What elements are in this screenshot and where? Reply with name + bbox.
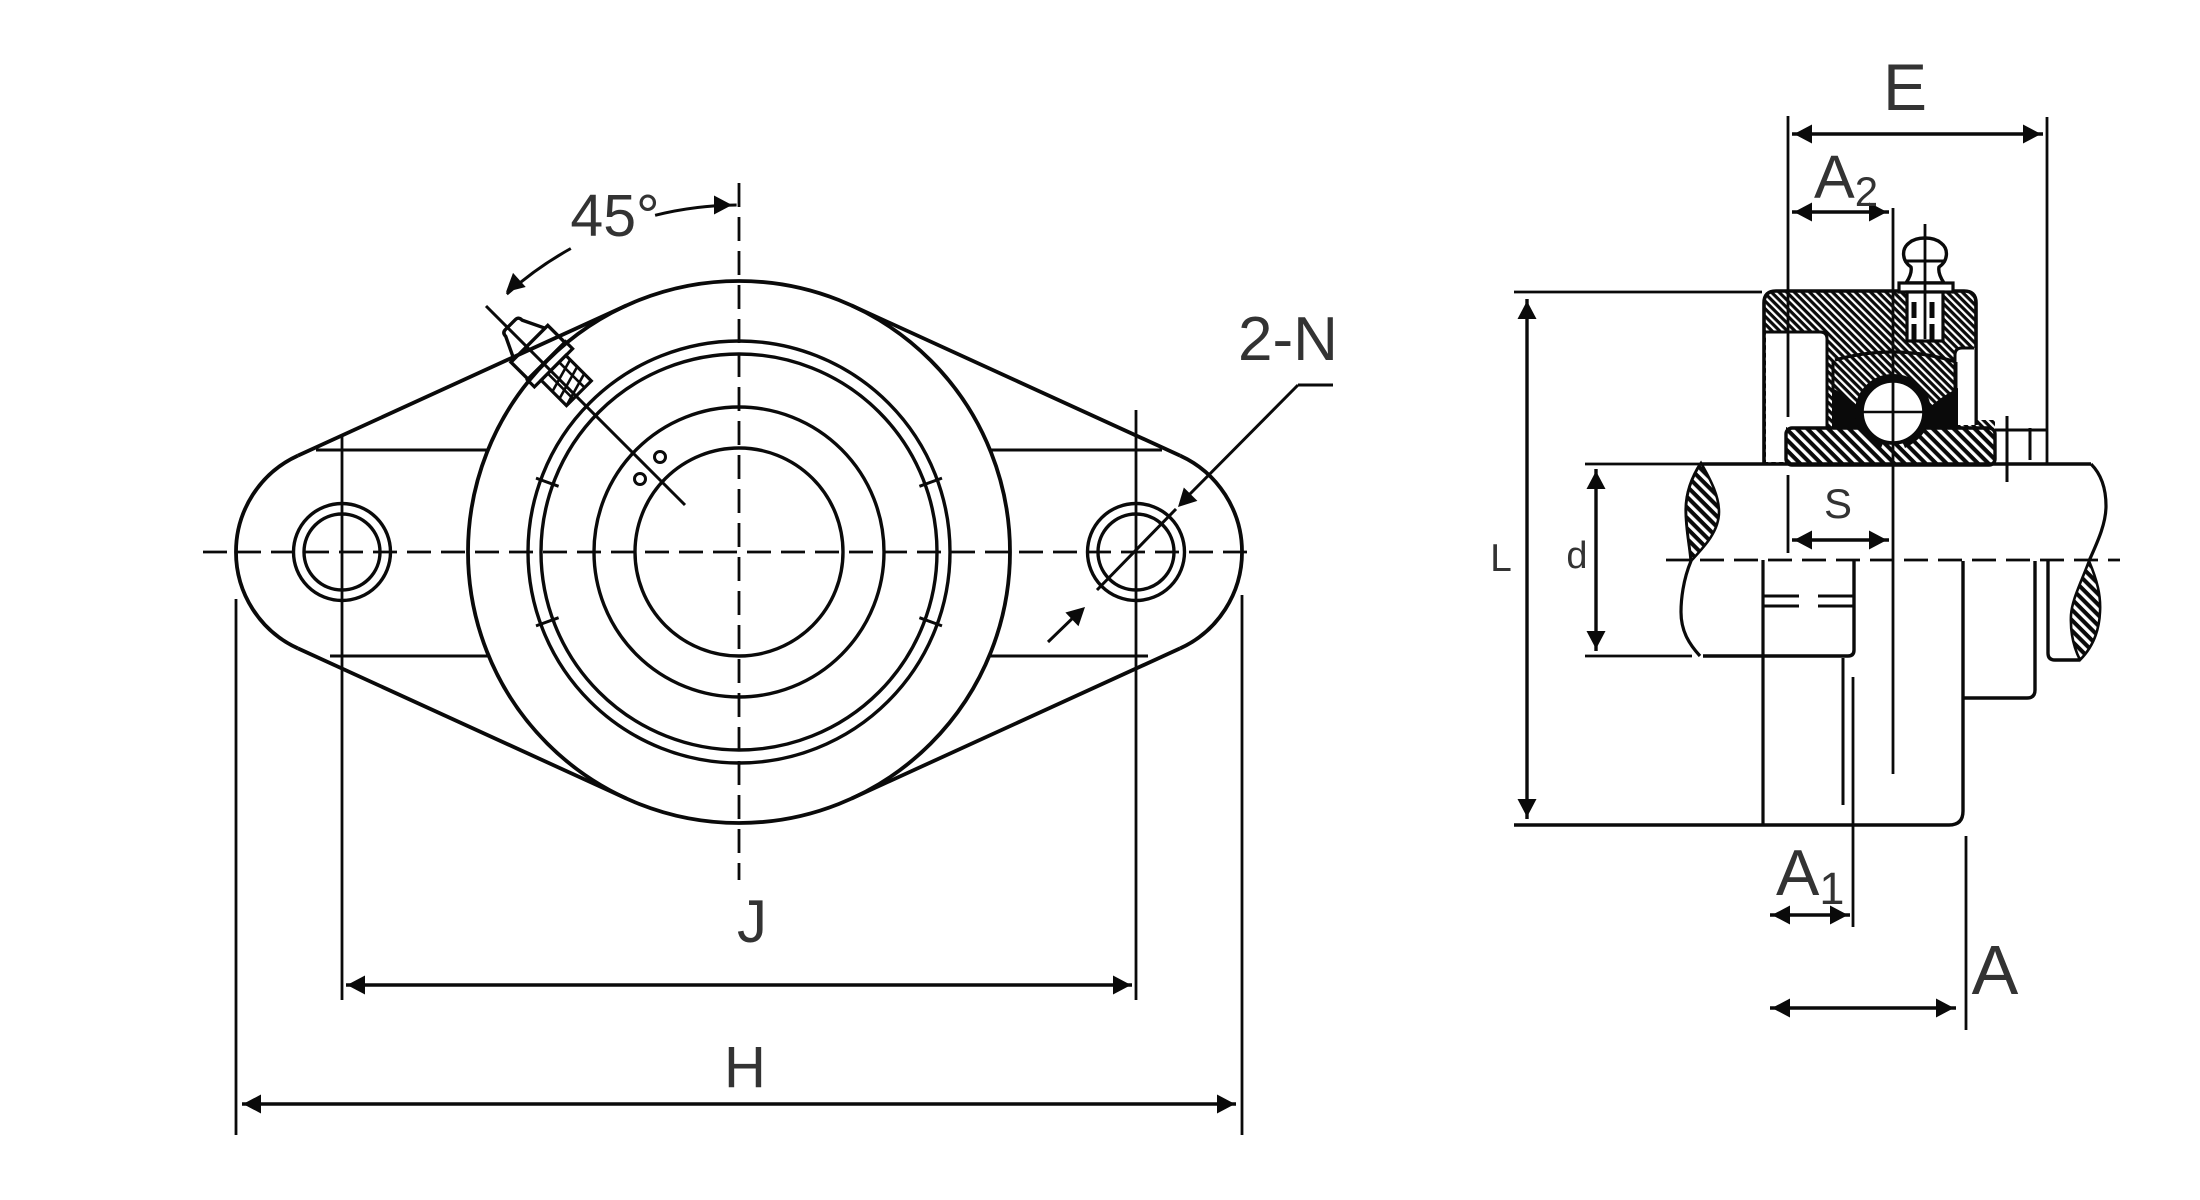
svg-text:S: S	[1824, 480, 1852, 527]
svg-text:J: J	[737, 888, 767, 955]
svg-text:2-N: 2-N	[1238, 305, 1338, 374]
svg-text:E: E	[1883, 50, 1927, 124]
svg-text:d: d	[1566, 535, 1587, 577]
svg-text:45°: 45°	[570, 183, 659, 249]
svg-text:H: H	[724, 1035, 766, 1100]
svg-text:L: L	[1490, 537, 1512, 580]
svg-text:A: A	[1972, 931, 2019, 1009]
